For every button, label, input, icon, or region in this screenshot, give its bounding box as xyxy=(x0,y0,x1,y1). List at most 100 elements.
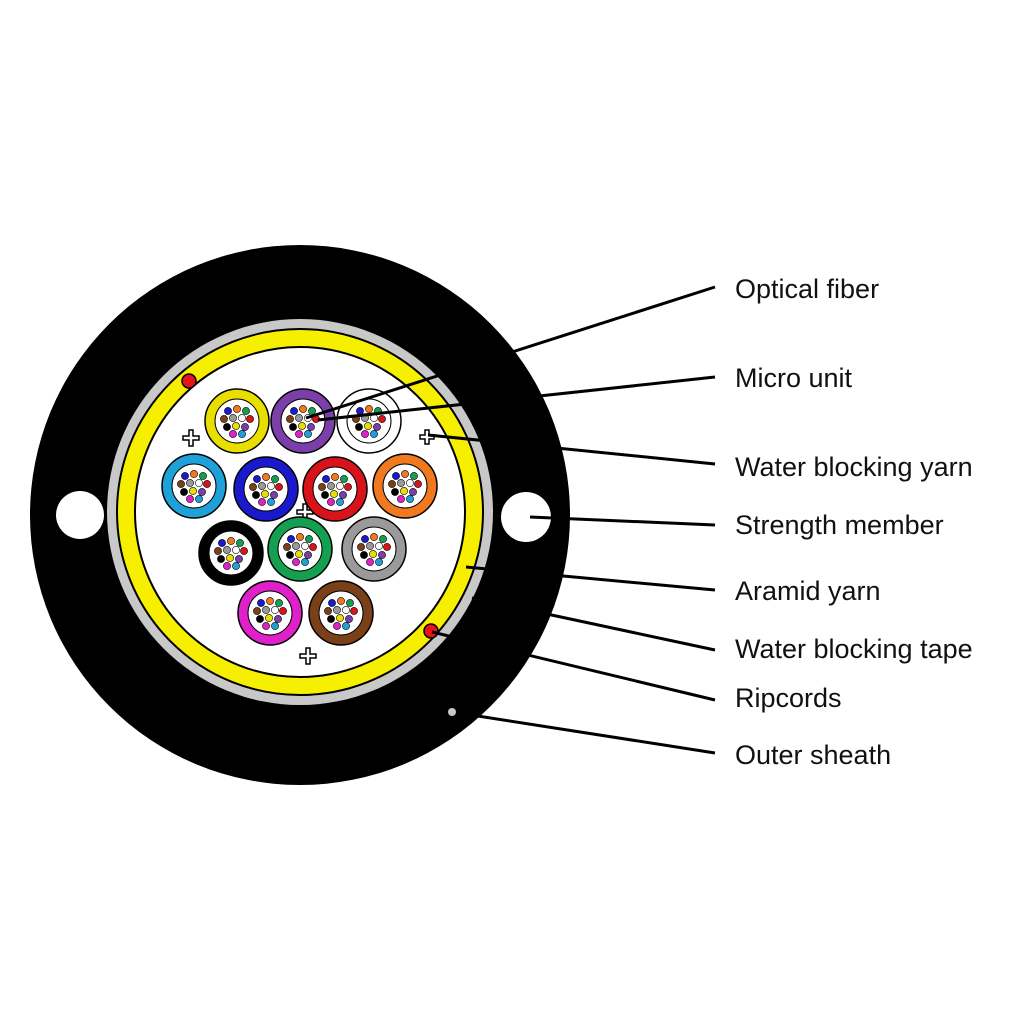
optical-fiber xyxy=(290,407,298,415)
label-optical-fiber: Optical fiber xyxy=(735,274,879,304)
optical-fiber xyxy=(295,414,303,422)
label-outer-sheath: Outer sheath xyxy=(735,740,891,770)
optical-fiber xyxy=(375,558,383,566)
optical-fiber xyxy=(373,423,381,431)
yarn-cross-3 xyxy=(299,647,317,665)
optical-fiber xyxy=(258,482,266,490)
optical-fiber xyxy=(262,606,270,614)
optical-fiber xyxy=(292,558,300,566)
optical-fiber xyxy=(235,555,243,563)
optical-fiber xyxy=(217,555,225,563)
strength-member-right xyxy=(501,492,551,542)
optical-fiber xyxy=(275,599,283,607)
optical-fiber xyxy=(409,488,417,496)
optical-fiber xyxy=(307,423,315,431)
optical-fiber xyxy=(337,597,345,605)
optical-fiber xyxy=(262,622,270,630)
optical-fiber xyxy=(199,472,207,480)
optical-fiber xyxy=(271,475,279,483)
optical-fiber xyxy=(256,615,264,623)
optical-fiber xyxy=(369,550,377,558)
ripcord-bottom xyxy=(423,623,439,639)
optical-fiber xyxy=(345,615,353,623)
optical-fiber xyxy=(330,490,338,498)
micro-unit-red xyxy=(302,456,368,522)
leader-optical-fiber xyxy=(305,285,716,420)
optical-fiber xyxy=(203,480,211,488)
optical-fiber xyxy=(327,482,335,490)
optical-fiber xyxy=(392,472,400,480)
optical-fiber xyxy=(271,606,279,614)
optical-fiber xyxy=(177,480,185,488)
optical-fiber xyxy=(186,495,194,503)
optical-fiber xyxy=(378,415,386,423)
micro-unit-aqua xyxy=(161,453,227,519)
optical-fiber xyxy=(344,483,352,491)
optical-fiber xyxy=(261,490,269,498)
optical-fiber xyxy=(253,607,261,615)
optical-fiber xyxy=(327,615,335,623)
optical-fiber xyxy=(364,422,372,430)
optical-fiber xyxy=(350,607,358,615)
optical-fiber xyxy=(301,558,309,566)
label-water-blocking-yarn: Water blocking yarn xyxy=(735,452,973,482)
optical-fiber xyxy=(286,415,294,423)
optical-fiber xyxy=(252,491,260,499)
optical-fiber xyxy=(266,597,274,605)
optical-fiber xyxy=(309,543,317,551)
optical-fiber xyxy=(370,533,378,541)
optical-fiber xyxy=(258,498,266,506)
optical-fiber xyxy=(322,475,330,483)
optical-fiber xyxy=(279,607,287,615)
optical-fiber xyxy=(232,546,240,554)
optical-fiber xyxy=(370,430,378,438)
optical-fiber xyxy=(240,547,248,555)
optical-fiber xyxy=(328,599,336,607)
leader-water-blocking-yarn xyxy=(427,433,716,466)
strength-member-left xyxy=(56,491,104,539)
ripcord-top xyxy=(181,373,197,389)
optical-fiber xyxy=(324,607,332,615)
micro-unit-violet xyxy=(270,388,336,454)
optical-fiber xyxy=(249,483,257,491)
optical-fiber xyxy=(229,414,237,422)
optical-fiber xyxy=(296,533,304,541)
optical-fiber xyxy=(238,430,246,438)
optical-fiber xyxy=(361,535,369,543)
optical-fiber xyxy=(339,491,347,499)
optical-fiber xyxy=(304,551,312,559)
optical-fiber xyxy=(195,495,203,503)
optical-fiber xyxy=(265,614,273,622)
optical-fiber xyxy=(397,479,405,487)
optical-fiber xyxy=(295,430,303,438)
optical-fiber xyxy=(301,542,309,550)
label-water-blocking-tape: Water blocking tape xyxy=(735,634,973,664)
outer-sheath-pointer-dot xyxy=(448,708,456,716)
optical-fiber xyxy=(267,482,275,490)
leader-ripcords xyxy=(431,630,716,702)
optical-fiber xyxy=(274,615,282,623)
optical-fiber xyxy=(229,430,237,438)
optical-fiber xyxy=(181,472,189,480)
optical-fiber xyxy=(340,475,348,483)
optical-fiber xyxy=(287,535,295,543)
optical-fiber xyxy=(414,480,422,488)
optical-fiber xyxy=(336,498,344,506)
optical-fiber xyxy=(275,483,283,491)
micro-unit-black xyxy=(198,520,264,586)
optical-fiber xyxy=(318,483,326,491)
optical-fiber xyxy=(223,546,231,554)
optical-fiber xyxy=(241,423,249,431)
optical-fiber xyxy=(190,470,198,478)
optical-fiber xyxy=(238,414,246,422)
optical-fiber xyxy=(218,539,226,547)
optical-fiber xyxy=(336,614,344,622)
optical-fiber xyxy=(253,475,261,483)
optical-fiber xyxy=(298,422,306,430)
leader-strength-member xyxy=(529,515,716,527)
optical-fiber xyxy=(379,535,387,543)
optical-fiber xyxy=(226,554,234,562)
micro-unit-rose xyxy=(237,580,303,646)
label-ripcords: Ripcords xyxy=(735,683,842,713)
